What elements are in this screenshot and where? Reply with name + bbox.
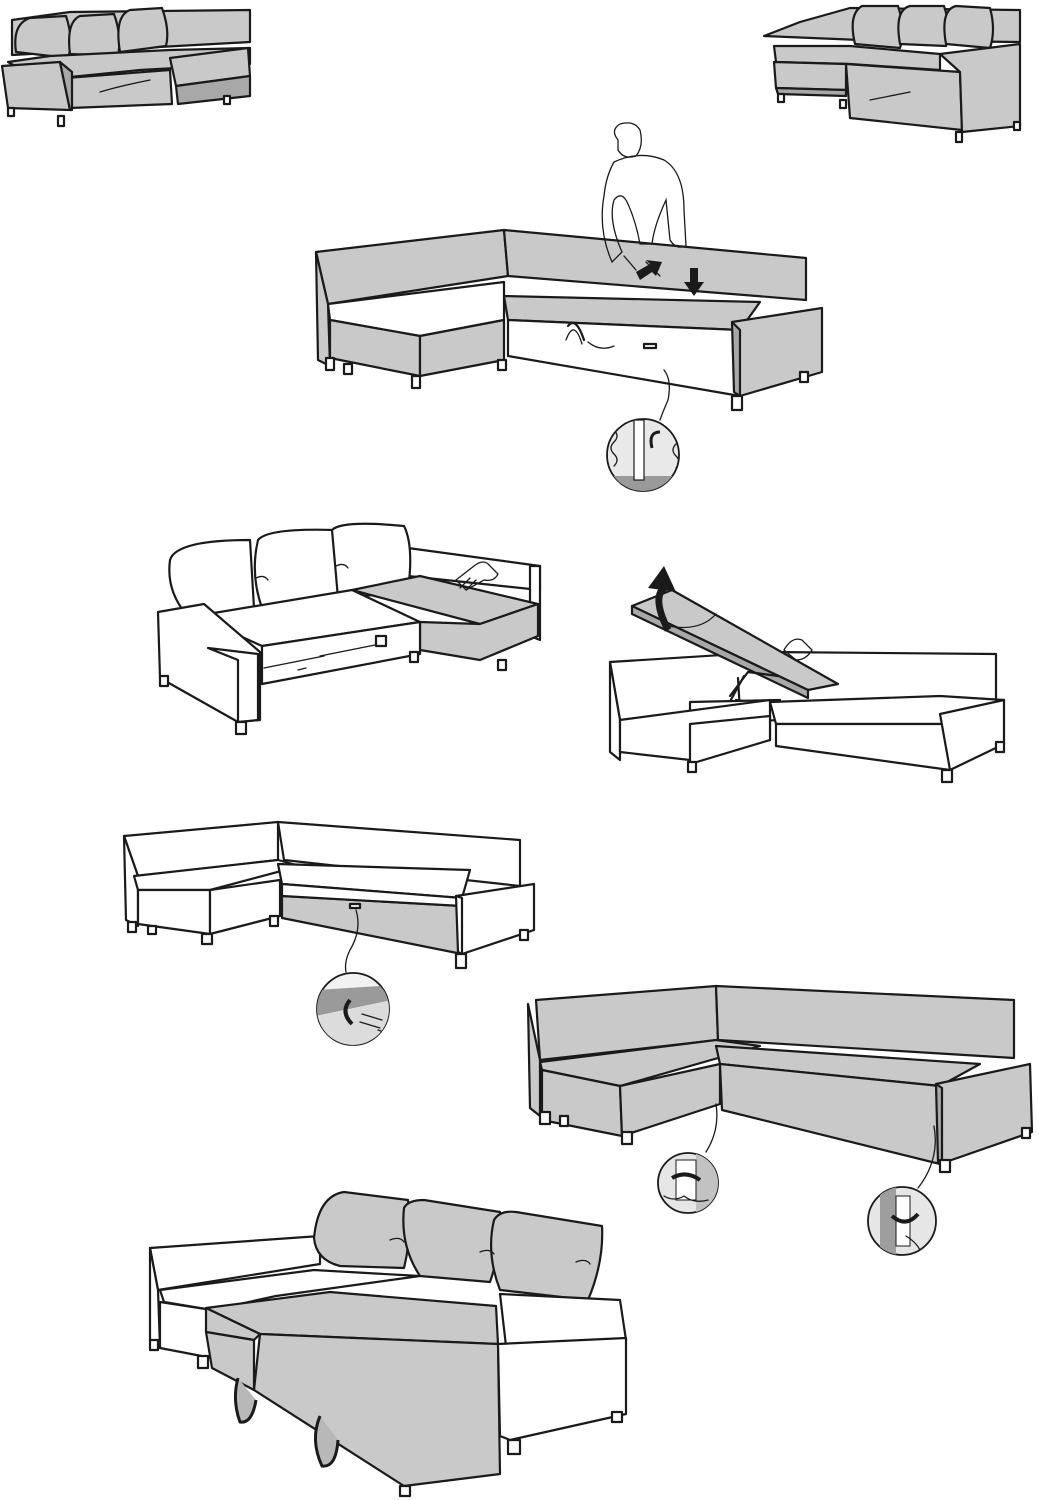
bed-pulled-out-icon <box>148 1190 628 1498</box>
velcro-detail-icon <box>122 820 536 1046</box>
spring-detail-icon <box>606 418 680 492</box>
sofa-corner-grey-mirrored-icon <box>762 4 1022 144</box>
leg-strap-detail-icon <box>526 984 1034 1256</box>
person-removing-cover-icon <box>314 122 824 492</box>
sofa-corner-grey-icon <box>0 6 252 128</box>
hand-pressing-seat-icon <box>156 522 542 736</box>
lift-storage-lid-icon <box>608 566 1006 784</box>
